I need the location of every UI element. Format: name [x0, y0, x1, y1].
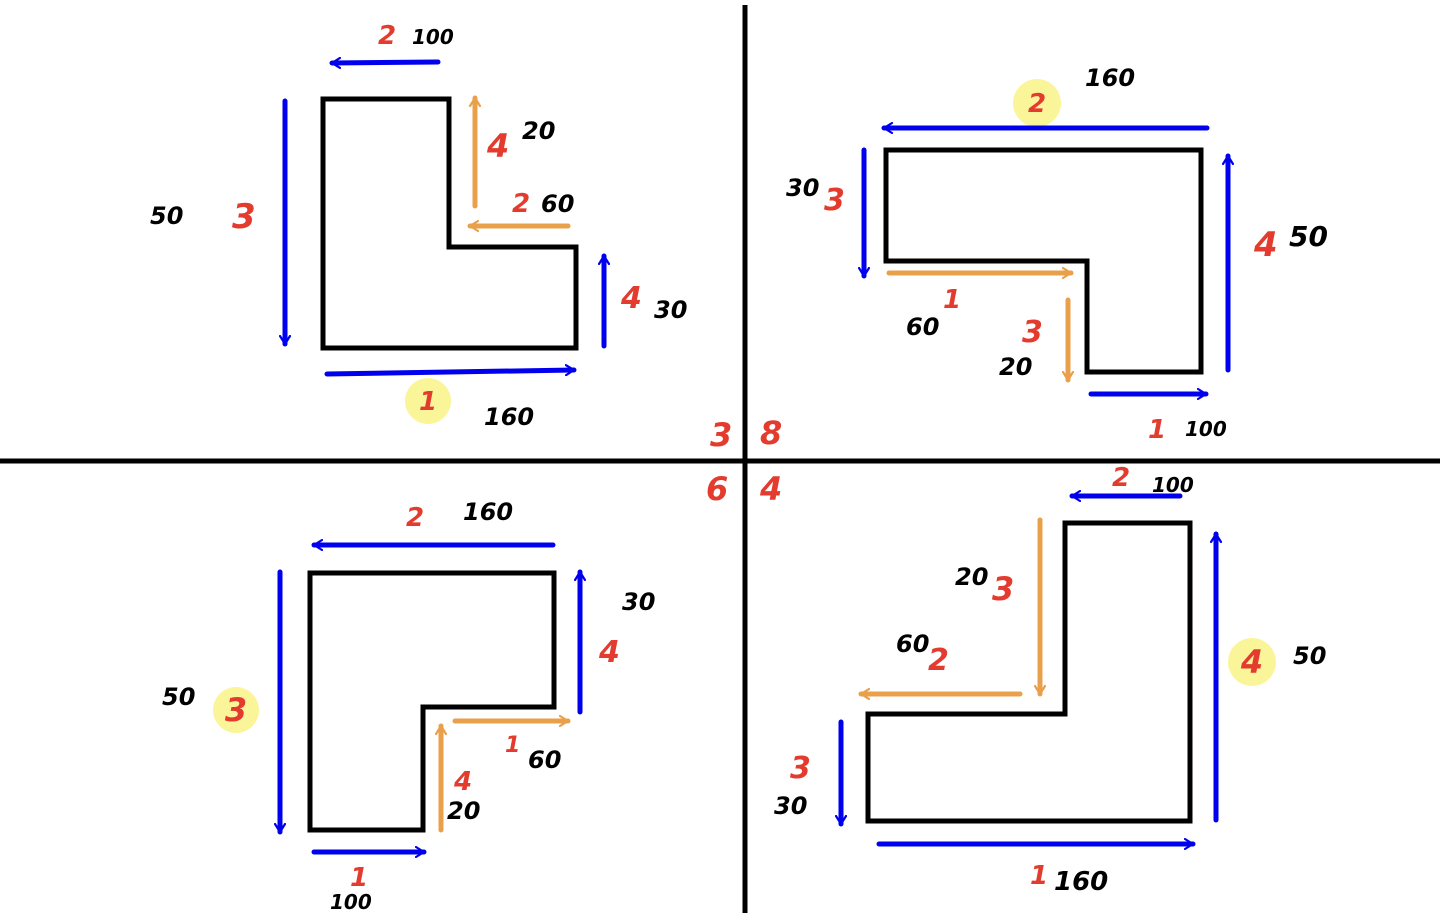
step-number: 3 — [232, 197, 256, 237]
step-number: 2 — [406, 503, 424, 533]
arrow-bottom-edge — [324, 370, 577, 377]
length-label: 20 — [999, 353, 1032, 381]
step-number: 1 — [1030, 861, 1048, 891]
step-number: 4 — [1240, 643, 1263, 681]
length-label: 160 — [463, 498, 513, 526]
length-label: 50 — [1293, 642, 1326, 670]
step-number: 4 — [453, 767, 472, 797]
length-label: 160 — [1054, 867, 1108, 897]
step-number: 3 — [992, 570, 1014, 608]
step-number: 4 — [620, 281, 642, 316]
center-number-top-left: 3 — [710, 416, 732, 454]
length-label: 60 — [541, 190, 574, 218]
length-label: 60 — [896, 630, 929, 658]
length-label: 50 — [162, 683, 195, 711]
length-label: 160 — [1085, 64, 1135, 92]
l-shape-bottom-right — [865, 520, 1193, 824]
length-label: 30 — [786, 174, 819, 202]
step-number: 4 — [1253, 225, 1278, 265]
quadrant-top-left: 1 160 2 100 3 50 4 30 2 60 4 20 — [150, 21, 687, 431]
step-number: 1 — [505, 733, 520, 758]
step-number: 3 — [824, 183, 845, 218]
highlight-circle — [213, 687, 259, 733]
step-number: 2 — [1112, 463, 1130, 493]
length-label: 20 — [447, 797, 480, 825]
quadrant-bottom-left: 1 100 2 160 3 50 4 30 1 60 4 20 — [162, 498, 655, 913]
length-label: 60 — [528, 746, 561, 774]
length-label: 20 — [522, 117, 555, 145]
step-number: 2 — [512, 189, 530, 219]
center-number-bottom-left: 6 — [706, 470, 728, 508]
length-label: 100 — [412, 25, 454, 49]
length-label: 100 — [1185, 417, 1227, 441]
length-label: 50 — [1289, 220, 1328, 253]
center-number-bottom-right: 4 — [759, 470, 782, 508]
length-label: 20 — [955, 563, 988, 591]
highlight-circle — [1228, 638, 1276, 686]
step-number: 3 — [225, 691, 247, 729]
l-shape-top-right — [883, 147, 1204, 375]
step-number: 3 — [790, 751, 811, 786]
step-number: 4 — [486, 127, 509, 165]
step-number: 1 — [350, 863, 368, 893]
step-number: 1 — [1148, 415, 1166, 445]
length-label: 100 — [1152, 473, 1194, 497]
step-number: 3 — [1022, 315, 1043, 350]
l-shape-top-left — [320, 96, 579, 351]
length-label: 30 — [654, 296, 687, 324]
quadrant-bottom-right: 1 160 2 100 3 30 4 50 2 60 3 20 — [774, 463, 1326, 897]
length-label: 160 — [484, 403, 534, 431]
length-label: 50 — [150, 202, 183, 230]
arrow-top-edge — [329, 62, 441, 63]
quadrant-top-right: 1 100 2 160 3 30 4 50 1 60 3 20 — [786, 64, 1328, 445]
step-number: 2 — [928, 643, 949, 678]
step-number: 4 — [598, 635, 620, 670]
step-number: 1 — [419, 387, 437, 417]
highlight-circle — [405, 378, 451, 424]
step-number: 2 — [1028, 89, 1046, 119]
length-label: 30 — [774, 792, 807, 820]
l-shape-bottom-left — [307, 570, 557, 833]
length-label: 100 — [330, 890, 372, 913]
center-number-top-right: 8 — [760, 414, 782, 452]
length-label: 30 — [622, 588, 655, 616]
step-number: 2 — [378, 21, 396, 51]
highlight-circle — [1013, 79, 1061, 127]
step-number: 1 — [943, 285, 961, 315]
length-label: 60 — [906, 313, 939, 341]
